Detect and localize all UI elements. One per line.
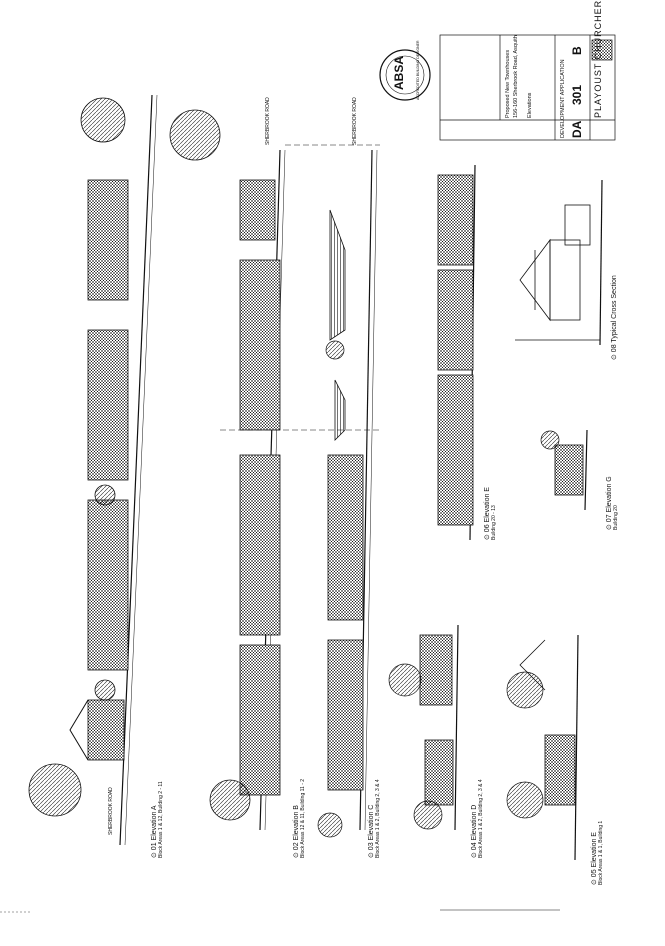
cross-section-drawing bbox=[515, 179, 603, 346]
caption-06-title: Elevation E bbox=[484, 487, 491, 523]
road-label-a: SHERBROOK ROAD bbox=[108, 787, 114, 835]
caption-03-title: Elevation C bbox=[368, 804, 375, 841]
elevation-c-drawing bbox=[285, 144, 380, 838]
absa-stamp bbox=[379, 49, 431, 101]
caption-04-sub: Block Areas 1 & 2, Building 2, 3 & 4 bbox=[478, 779, 484, 858]
caption-03-id: 03 bbox=[368, 842, 375, 851]
caption-04-title: Elevation D bbox=[471, 804, 478, 841]
absa-stamp-text: ACCREDITED BUILDING DESIGNER bbox=[416, 40, 420, 100]
caption-08-id: 08 bbox=[611, 344, 618, 353]
caption-02-sub: Block Areas 12 & 11, Building 11 - 2 bbox=[300, 778, 306, 858]
caption-07-id: 07 bbox=[606, 514, 613, 523]
firm-name: PLAYOUST CHURCHER bbox=[593, 0, 603, 118]
caption-04-id: 04 bbox=[471, 842, 478, 851]
caption-08-title: Typical Cross Section bbox=[611, 275, 618, 343]
caption-07-title: Elevation G bbox=[606, 476, 613, 513]
project-address: 156-160 Sherbrook Road, Asquith bbox=[513, 35, 519, 118]
caption-01-title: Elevation A bbox=[151, 805, 158, 841]
sheet-name: Elevations bbox=[527, 92, 533, 118]
caption-07-sub: Building 20 bbox=[613, 505, 619, 530]
caption-01-sub: Block Areas 1 & 12, Building 2 - 11 bbox=[158, 781, 164, 858]
caption-05-id: 05 bbox=[591, 869, 598, 878]
caption-01: ⊙ 01 Elevation A bbox=[151, 805, 158, 858]
caption-05: ⊙ 05 Elevation E bbox=[591, 832, 598, 885]
caption-02-title: Elevation B bbox=[293, 805, 300, 841]
caption-03-sub: Block Areas 1 & 2, Building 2, 3 & 4 bbox=[375, 779, 381, 858]
caption-01-id: 01 bbox=[151, 842, 158, 851]
caption-05-sub: Block Areas 1 & 1, Building 1 bbox=[598, 820, 604, 885]
elevation-e-drawing bbox=[437, 164, 476, 541]
caption-04: ⊙ 04 Elevation D bbox=[471, 804, 478, 858]
caption-05-title: Elevation E bbox=[591, 832, 598, 868]
elevation-d-drawing bbox=[388, 624, 459, 831]
drawing-number: 301 bbox=[570, 84, 584, 105]
absa-logo: ABSA bbox=[392, 55, 406, 90]
title-block bbox=[439, 34, 616, 141]
caption-02: ⊙ 02 Elevation B bbox=[293, 805, 300, 858]
caption-06-sub: Building 20 - 13 bbox=[491, 505, 497, 540]
caption-08: ⊙ 08 Typical Cross Section bbox=[611, 275, 618, 360]
road-label-c: SHERBROOK ROAD bbox=[352, 97, 358, 145]
elevation-g-drawing bbox=[540, 429, 588, 511]
drawing-stage: DEVELOPMENT APPLICATION bbox=[560, 59, 566, 138]
elevation-b-drawing bbox=[169, 109, 380, 831]
caption-02-id: 02 bbox=[293, 842, 300, 851]
project-name: Proposed New Townhouses bbox=[505, 49, 511, 118]
elevation-f-drawing bbox=[506, 634, 579, 861]
road-label-b: SHERBROOK ROAD bbox=[265, 97, 271, 145]
caption-03: ⊙ 03 Elevation C bbox=[368, 804, 375, 858]
drawing-revision: B bbox=[570, 46, 584, 55]
caption-06-id: 06 bbox=[484, 524, 491, 533]
caption-07: ⊙ 07 Elevation G bbox=[606, 476, 613, 530]
caption-06: ⊙ 06 Elevation E bbox=[484, 487, 491, 540]
elevation-a-drawing bbox=[28, 94, 158, 846]
drawing-code: DA bbox=[570, 120, 584, 138]
